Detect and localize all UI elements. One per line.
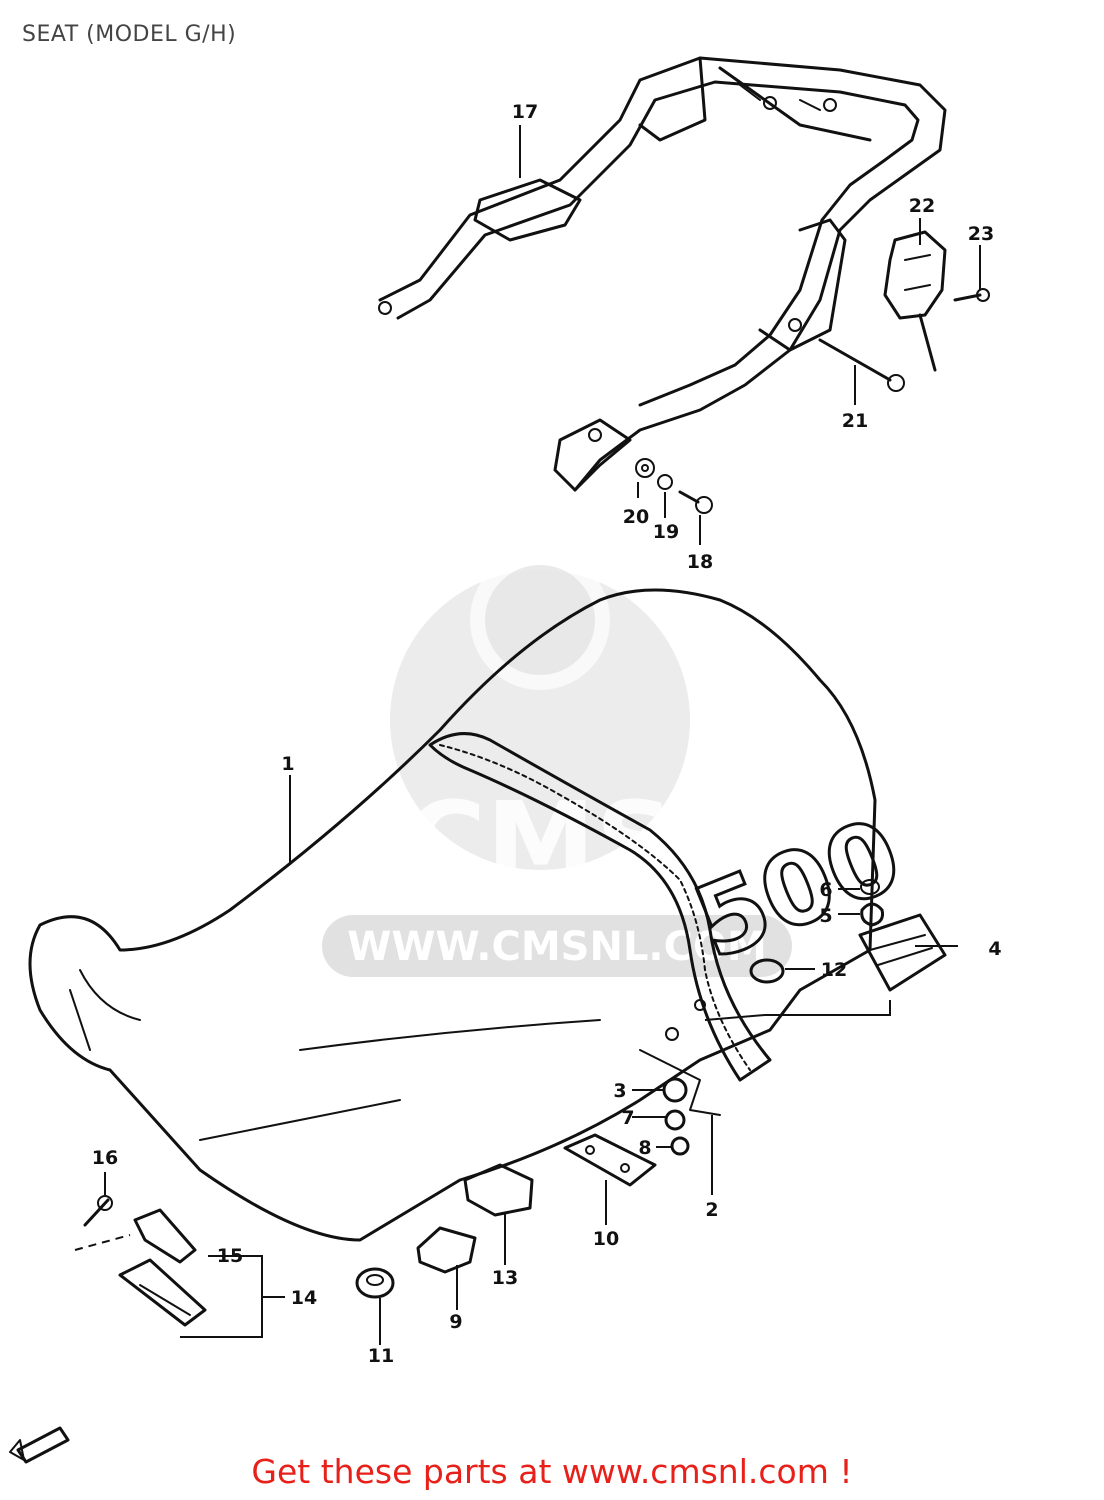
label-3: 3: [613, 1080, 626, 1102]
label-4: 4: [988, 938, 1001, 960]
label-14: 14: [291, 1287, 317, 1309]
label-8: 8: [638, 1137, 651, 1159]
label-2: 2: [705, 1199, 718, 1221]
label-12: 12: [821, 959, 847, 981]
mount-hardware: [635, 458, 713, 514]
watermark-logo: CMS WWW.CMSNL.COM: [322, 550, 792, 977]
label-7: 7: [621, 1107, 634, 1129]
seat-small-parts: [9, 879, 947, 1464]
seat-lock: [883, 230, 990, 372]
label-1: 1: [281, 753, 294, 775]
leader-lines: [74, 125, 981, 1345]
rear-carrier-frame: [378, 56, 947, 492]
label-10: 10: [593, 1228, 619, 1250]
watermark-url: WWW.CMSNL.COM: [347, 924, 767, 970]
bolt-21: [818, 338, 892, 382]
seat-decal: 500: [679, 796, 916, 983]
label-11: 11: [368, 1345, 394, 1367]
label-20: 20: [623, 506, 649, 528]
label-13: 13: [492, 1267, 518, 1289]
label-5: 5: [819, 905, 832, 927]
label-18: 18: [687, 551, 713, 573]
label-15: 15: [217, 1245, 243, 1267]
label-21: 21: [842, 410, 868, 432]
label-9: 9: [449, 1311, 462, 1333]
label-22: 22: [909, 195, 935, 217]
bolt-21-head: [887, 374, 905, 392]
watermark-brand: CMS: [405, 778, 674, 906]
label-17: 17: [512, 101, 538, 123]
part-labels: 1 2 3 4 5 6 7 8 9 10 11 12 13 14 15 16 1…: [92, 101, 1002, 1367]
label-6: 6: [819, 879, 832, 901]
label-23: 23: [968, 223, 994, 245]
label-16: 16: [92, 1147, 118, 1169]
footer-link[interactable]: Get these parts at www.cmsnl.com !: [251, 1452, 853, 1491]
label-19: 19: [653, 521, 679, 543]
page-title: SEAT (MODEL G/H): [22, 22, 237, 47]
